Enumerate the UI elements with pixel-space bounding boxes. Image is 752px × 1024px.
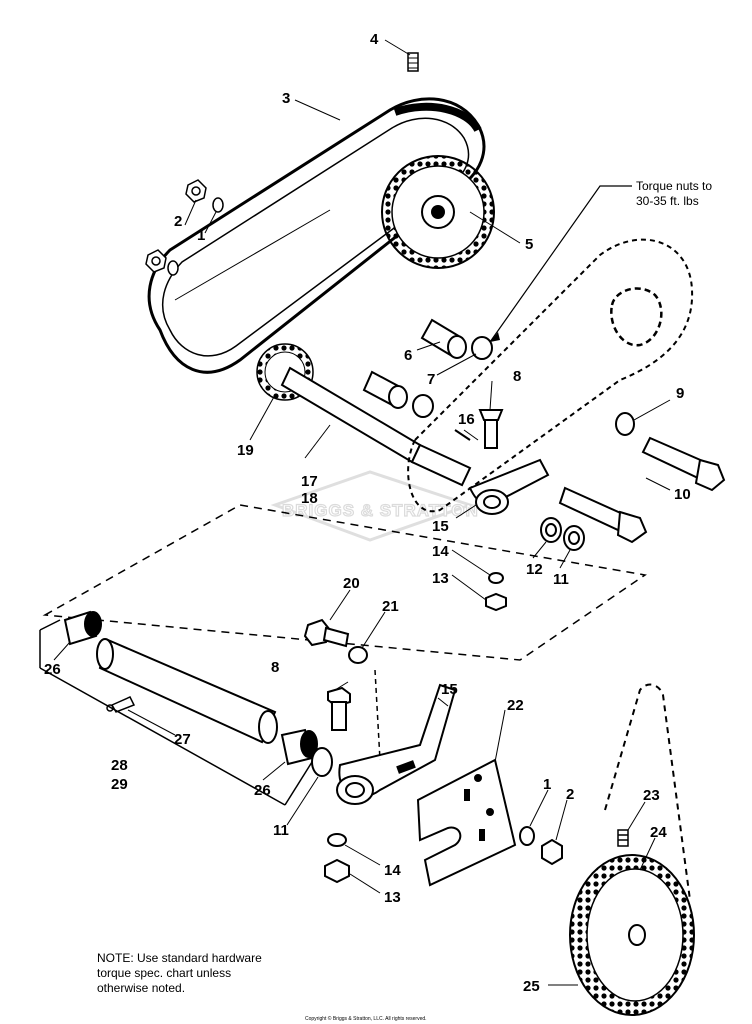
callout-15-upper: 15 (432, 518, 449, 535)
callout-4: 4 (370, 31, 379, 48)
upper-clamp-bracket (454, 409, 550, 515)
callout-6: 6 (404, 347, 412, 364)
hardware-note: NOTE: Use standard hardware torque spec.… (97, 951, 262, 995)
cover-opening (610, 287, 663, 347)
brand-watermark: BRIGGS & STRATTON (270, 470, 479, 542)
callout-26-right: 26 (254, 782, 271, 799)
bolt-8-lower (327, 686, 351, 731)
needle-bearing-left (63, 610, 102, 646)
callout-13-lower: 13 (384, 889, 401, 906)
note-line1: NOTE: Use standard hardware (97, 951, 262, 965)
callout-18: 18 (301, 490, 318, 507)
large-sprocket (569, 854, 695, 1016)
callout-14-upper: 14 (432, 543, 449, 560)
callout-29: 29 (111, 776, 128, 793)
lower-clamp-bracket (336, 683, 457, 805)
drive-shaft (280, 366, 472, 487)
callout-1-lower: 1 (543, 776, 551, 793)
washers-7 (412, 336, 493, 418)
callout-24: 24 (650, 824, 667, 841)
nuts-washers-left (145, 179, 224, 276)
leader-dashed-21 (374, 669, 381, 761)
bolt-20 (303, 618, 350, 648)
callout-22: 22 (507, 697, 524, 714)
assembly-dashed-outline (42, 504, 647, 661)
callout-25: 25 (523, 978, 540, 995)
callout-2-lower: 2 (566, 786, 574, 803)
callout-20: 20 (343, 575, 360, 592)
callout-26-left: 26 (44, 661, 61, 678)
needle-bearing-right (280, 728, 318, 766)
torque-note: Torque nuts to 30-35 ft. lbs (489, 179, 712, 343)
axle-tube (96, 638, 278, 744)
callout-10: 10 (674, 486, 691, 503)
callout-8-upper: 8 (513, 368, 521, 385)
callout-11-lower: 11 (273, 822, 289, 839)
watermark-text: BRIGGS & STRATTON (282, 501, 479, 520)
callout-2-upper: 2 (174, 213, 182, 230)
lower-washer-nut-right (519, 826, 563, 866)
callout-21: 21 (382, 598, 399, 615)
callout-labels: 4 3 2 1 5 6 7 8 16 9 10 19 17 18 15 14 1… (44, 31, 691, 995)
washer-9 (615, 412, 635, 436)
chain-case-cover-outline (407, 238, 694, 513)
note-line3: otherwise noted. (97, 981, 185, 995)
bushings (362, 318, 467, 409)
copyright-text: Copyright © Briggs & Stratton, LLC. All … (305, 1015, 427, 1022)
lower-chain-outline (604, 683, 691, 901)
callout-16: 16 (458, 411, 475, 428)
torque-note-line1: Torque nuts to (636, 179, 712, 193)
callout-14-lower: 14 (384, 862, 401, 879)
washer-21 (348, 646, 368, 664)
callout-15-lower: 15 (441, 681, 458, 698)
callout-3: 3 (282, 90, 290, 107)
grease-fitting (106, 696, 136, 713)
callout-7: 7 (427, 371, 435, 388)
callout-1-upper: 1 (197, 227, 205, 244)
callout-28: 28 (111, 757, 128, 774)
upper-washers-nuts (485, 517, 585, 612)
callout-11-upper: 11 (553, 571, 569, 588)
set-screw-lower (617, 829, 629, 847)
mounting-plate (416, 758, 517, 887)
callout-17: 17 (301, 473, 318, 490)
leader-lines (53, 39, 671, 986)
callout-8-lower: 8 (271, 659, 279, 676)
callout-27: 27 (174, 731, 191, 748)
callout-12: 12 (526, 561, 543, 578)
washer-11-lower (311, 747, 333, 777)
note-line2: torque spec. chart unless (97, 966, 231, 980)
callout-23: 23 (643, 787, 660, 804)
callout-9: 9 (676, 385, 684, 402)
bolt-10 (558, 436, 726, 544)
callout-5: 5 (525, 236, 533, 253)
torque-note-line2: 30-35 ft. lbs (636, 194, 699, 208)
upper-sprocket (381, 155, 495, 269)
callout-13-upper: 13 (432, 570, 449, 587)
set-screw-top (407, 52, 419, 72)
callout-19: 19 (237, 442, 254, 459)
group-bracket-28-29 (39, 619, 313, 806)
lower-washer-nut (324, 833, 350, 884)
